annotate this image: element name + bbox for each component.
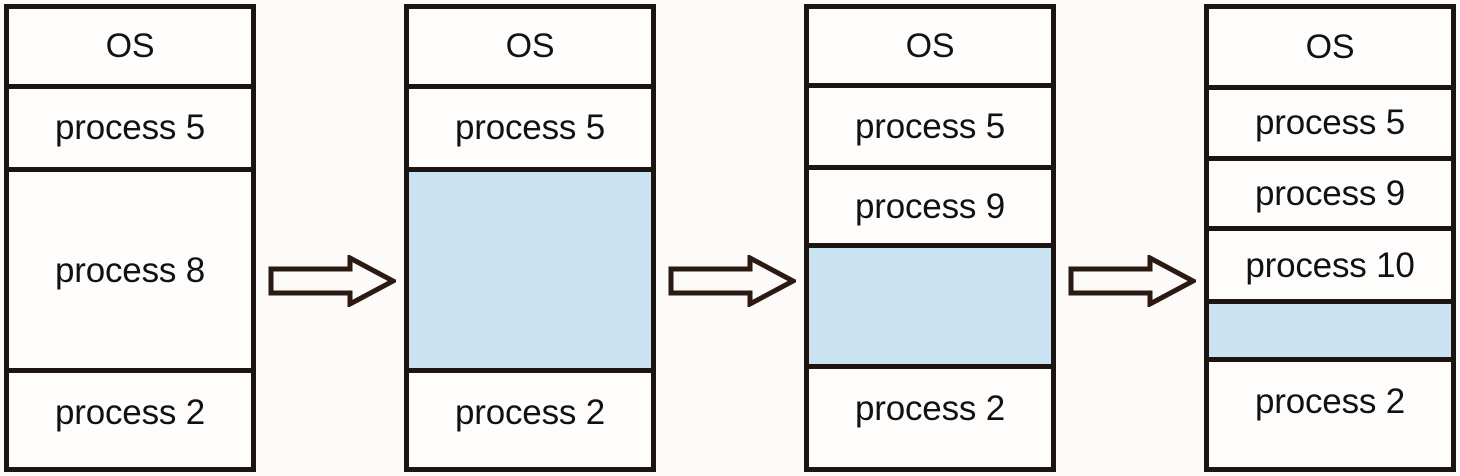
segment-label: process 2	[55, 393, 205, 433]
memory-segment-os: OS	[809, 9, 1051, 88]
memory-segment-process-2: process 2	[9, 373, 251, 452]
memory-segment-process-5: process 5	[9, 88, 251, 172]
segment-label: process 2	[1255, 382, 1405, 422]
memory-state-1: OS process 5 process 8 process 2	[4, 4, 256, 472]
segment-label: OS	[505, 27, 555, 66]
memory-segment-free	[1209, 303, 1451, 362]
segment-label: process 5	[55, 108, 205, 148]
segment-label: process 2	[855, 388, 1005, 428]
segment-label: process 5	[1255, 103, 1405, 143]
memory-segment-process-9: process 9	[809, 169, 1051, 248]
memory-segment-os: OS	[1209, 9, 1451, 91]
segment-label: process 5	[455, 108, 605, 148]
segment-label: process 5	[855, 106, 1005, 146]
memory-state-2: OS process 5 process 2	[404, 4, 656, 472]
segment-label: process 9	[1255, 174, 1405, 213]
segment-label: process 2	[455, 393, 605, 433]
segment-label: OS	[1305, 28, 1355, 67]
memory-segment-os: OS	[9, 9, 251, 89]
arrow-right-icon	[668, 255, 796, 307]
segment-label: OS	[105, 27, 155, 66]
arrow-right-icon	[268, 255, 396, 307]
memory-segment-free	[409, 171, 651, 374]
segment-label: process 8	[55, 250, 205, 290]
memory-segment-os: OS	[409, 9, 651, 89]
memory-segment-process-8: process 8	[9, 171, 251, 374]
memory-state-3: OS process 5 process 9 process 2	[804, 4, 1056, 472]
transition-arrow-3-to-4	[1068, 255, 1196, 307]
memory-segment-process-2: process 2	[809, 369, 1051, 447]
segment-label: process 9	[855, 186, 1005, 226]
transition-arrow-1-to-2	[268, 255, 396, 307]
segment-label: process 10	[1245, 245, 1415, 285]
segment-label: OS	[905, 26, 955, 65]
memory-segment-process-5: process 5	[809, 87, 1051, 170]
memory-segment-process-2: process 2	[1209, 361, 1451, 442]
memory-segment-free	[809, 247, 1051, 370]
memory-segment-process-5: process 5	[1209, 90, 1451, 161]
memory-segment-process-9: process 9	[1209, 160, 1451, 232]
memory-segment-process-5: process 5	[409, 88, 651, 172]
transition-arrow-2-to-3	[668, 255, 796, 307]
arrow-right-icon	[1068, 255, 1196, 307]
memory-segment-process-10: process 10	[1209, 231, 1451, 304]
memory-segment-process-2: process 2	[409, 373, 651, 452]
memory-state-4: OS process 5 process 9 process 10 process 2	[1204, 4, 1456, 472]
